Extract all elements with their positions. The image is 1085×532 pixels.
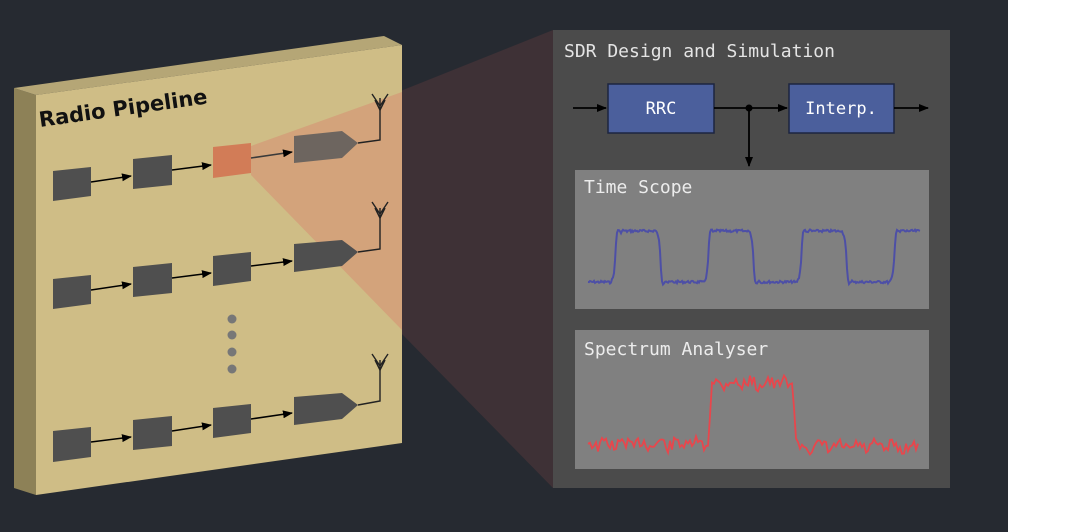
arrow-icon xyxy=(171,422,212,432)
interp-block[interactable]: Interp. xyxy=(788,83,895,134)
pipeline-block xyxy=(53,167,91,201)
pipeline-block xyxy=(53,275,91,309)
ellipsis-dots-icon xyxy=(227,314,237,374)
sdr-panel-title: SDR Design and Simulation xyxy=(564,41,835,62)
radio-pipeline-board: Radio Pipeline xyxy=(14,36,402,495)
time-scope-title: Time Scope xyxy=(584,177,692,198)
sdr-panel: SDR Design and Simulation RRC Interp. Ti… xyxy=(553,30,950,488)
antenna-icon xyxy=(357,201,389,253)
spectrum-analyser-title: Spectrum Analyser xyxy=(584,339,768,360)
highlighted-block xyxy=(213,143,251,178)
time-scope-trace xyxy=(587,227,921,287)
board-side xyxy=(14,88,36,495)
pipeline-block xyxy=(53,427,91,462)
time-scope[interactable]: Time Scope xyxy=(575,170,929,309)
amplifier-block xyxy=(294,131,358,163)
arrow-icon xyxy=(171,162,212,171)
board-top xyxy=(14,36,402,95)
antenna-icon xyxy=(357,353,389,406)
margin-right xyxy=(1008,0,1085,532)
pipeline-row-2 xyxy=(53,201,389,309)
pipeline-block xyxy=(213,404,251,438)
arrow-icon xyxy=(90,281,132,291)
arrow-icon xyxy=(250,258,293,267)
arrow-icon xyxy=(90,434,132,443)
spectrum-analyser[interactable]: Spectrum Analyser xyxy=(575,330,929,469)
rrc-block-label: RRC xyxy=(646,99,677,119)
arrow-icon xyxy=(90,173,132,183)
antenna-icon xyxy=(357,93,389,144)
interp-block-label: Interp. xyxy=(805,99,877,119)
pipeline-block xyxy=(133,416,172,450)
amplifier-block xyxy=(294,240,358,272)
arrow-icon xyxy=(171,270,212,279)
arrow-icon xyxy=(250,149,293,159)
zoom-projection xyxy=(398,30,553,488)
pipeline-block xyxy=(213,252,251,286)
pipeline-block xyxy=(133,263,172,297)
spectrum-analyser-trace xyxy=(587,373,919,457)
arrow-icon xyxy=(250,410,293,420)
rrc-block[interactable]: RRC xyxy=(607,83,715,134)
pipeline-row-3 xyxy=(53,353,389,462)
amplifier-block xyxy=(294,393,358,425)
pipeline-block xyxy=(133,155,172,189)
pipeline-row-1 xyxy=(53,93,389,201)
